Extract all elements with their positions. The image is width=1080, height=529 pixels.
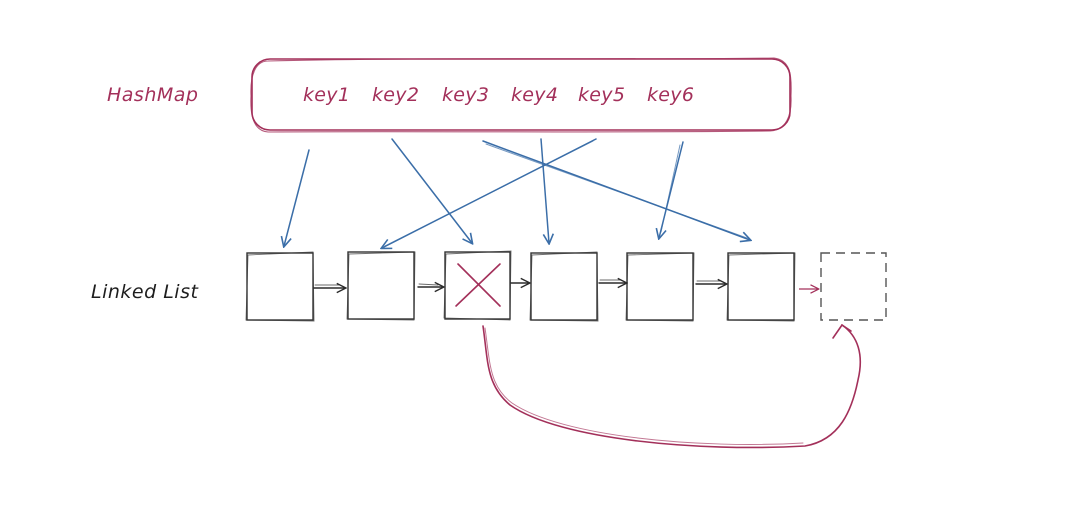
pointer-arrow-key2: [391, 138, 472, 243]
hashmap-label: HashMap: [107, 84, 198, 106]
list-node-5: [625, 252, 695, 322]
key-label-4: key4: [511, 84, 558, 106]
pointer-arrow-key4: [540, 138, 549, 243]
linked-list-label: Linked List: [91, 281, 199, 303]
linked-list-nodes: [245, 250, 796, 322]
hashmap-container: [250, 57, 792, 133]
list-node-1: [245, 251, 315, 322]
next-pointer-arrows: [313, 280, 726, 288]
list-node-4: [529, 251, 599, 322]
list-node-2: [346, 251, 416, 321]
move-to-tail-arrow: [482, 324, 862, 449]
key-label-2: key2: [372, 84, 419, 106]
hashmap-keys: key1 key2 key3 key4 key5 key6: [303, 84, 694, 106]
key-label-3: key3: [442, 84, 489, 106]
key-label-5: key5: [578, 84, 625, 106]
list-node-6: [726, 252, 796, 322]
pointer-arrow-key1: [284, 149, 310, 246]
list-node-3-removed: [443, 250, 512, 321]
list-node-new-placeholder: [820, 252, 887, 321]
removed-node-cross: [455, 263, 501, 307]
key-label-6: key6: [647, 84, 694, 106]
key-label-1: key1: [303, 84, 350, 106]
key-pointer-arrows: [284, 138, 750, 248]
